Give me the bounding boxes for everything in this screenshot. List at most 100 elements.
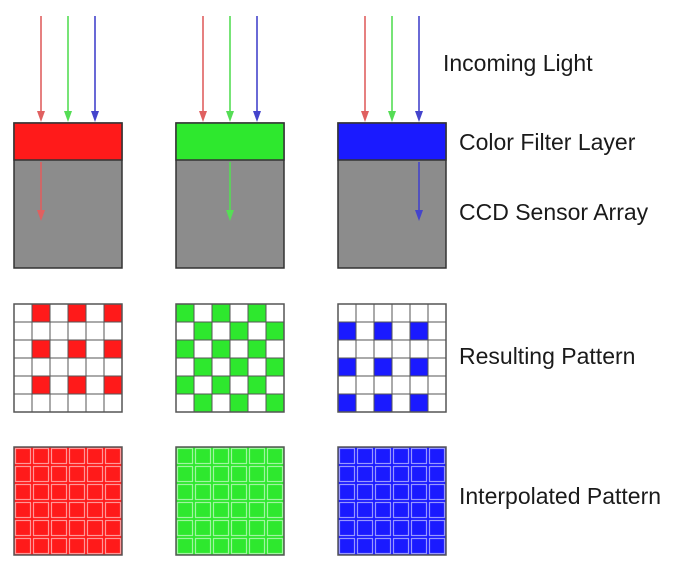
interpolated-cell-red (14, 483, 32, 501)
interpolated-cell-green (248, 447, 266, 465)
resulting-cell-red (103, 321, 123, 341)
resulting-cell-blue (355, 393, 375, 413)
interpolated-cell-red (14, 465, 32, 483)
interpolated-cell-blue (392, 501, 410, 519)
interpolated-pattern-blue (337, 446, 447, 556)
interpolated-cell-blue (410, 483, 428, 501)
resulting-cell-red (31, 321, 51, 341)
interpolated-cell-red (86, 537, 104, 555)
interpolated-cell-red (50, 501, 68, 519)
resulting-cell-blue (409, 375, 429, 395)
interpolated-cell-blue (428, 519, 446, 537)
resulting-cell-blue (355, 321, 375, 341)
resulting-cell-red (31, 339, 51, 359)
resulting-cell-green (229, 303, 249, 323)
incoming-light-label: Incoming Light (443, 50, 593, 76)
resulting-cell-red (85, 375, 105, 395)
resulting-cell-green (229, 393, 249, 413)
resulting-cell-blue (391, 339, 411, 359)
resulting-cell-green (193, 357, 213, 377)
resulting-cell-red (49, 339, 69, 359)
resulting-cell-blue (409, 321, 429, 341)
resulting-cell-green (193, 321, 213, 341)
interpolated-cell-red (68, 537, 86, 555)
interpolated-cell-green (212, 537, 230, 555)
interpolated-cell-blue (410, 501, 428, 519)
resulting-cell-red (85, 393, 105, 413)
column-blue (337, 16, 447, 556)
interpolated-cell-red (32, 447, 50, 465)
interpolated-cell-blue (428, 483, 446, 501)
interpolated-cell-blue (374, 483, 392, 501)
interpolated-pattern-red (13, 446, 123, 556)
interpolated-cell-green (176, 483, 194, 501)
interpolated-cell-green (230, 537, 248, 555)
color-filter-green (175, 122, 285, 161)
interpolated-cell-red (86, 447, 104, 465)
resulting-cell-green (193, 375, 213, 395)
resulting-cell-red (13, 357, 33, 377)
resulting-cell-red (103, 339, 123, 359)
interpolated-cell-green (230, 447, 248, 465)
resulting-cell-red (13, 375, 33, 395)
interpolated-cell-red (14, 501, 32, 519)
resulting-cell-red (31, 375, 51, 395)
resulting-cell-blue (427, 339, 447, 359)
interpolated-cell-green (230, 483, 248, 501)
interpolated-cell-red (50, 537, 68, 555)
incoming-ray-red-arrow (361, 16, 369, 122)
interpolated-cell-green (176, 465, 194, 483)
resulting-cell-blue (337, 303, 357, 323)
interpolated-cell-green (248, 519, 266, 537)
interpolated-cell-green (266, 447, 284, 465)
interpolated-cell-blue (392, 483, 410, 501)
interpolated-cell-green (248, 501, 266, 519)
interpolated-cell-red (50, 483, 68, 501)
passed-ray-green-arrow (226, 162, 234, 221)
interpolated-cell-blue (356, 483, 374, 501)
interpolated-cell-red (68, 501, 86, 519)
resulting-cell-green (247, 339, 267, 359)
interpolated-cell-red (68, 447, 86, 465)
resulting-cell-red (67, 321, 87, 341)
resulting-cell-blue (373, 321, 393, 341)
interpolated-cell-green (248, 483, 266, 501)
resulting-cell-green (175, 393, 195, 413)
interpolated-cell-green (212, 465, 230, 483)
resulting-cell-red (85, 339, 105, 359)
interpolated-cell-blue (356, 447, 374, 465)
interpolated-cell-blue (410, 537, 428, 555)
resulting-cell-green (265, 339, 285, 359)
resulting-cell-blue (373, 393, 393, 413)
incoming-ray-red-arrow (199, 16, 207, 122)
resulting-cell-blue (355, 339, 375, 359)
resulting-cell-green (265, 393, 285, 413)
color-filter-blue (337, 122, 447, 161)
interpolated-cell-red (50, 465, 68, 483)
resulting-cell-green (247, 321, 267, 341)
interpolated-cell-green (212, 501, 230, 519)
resulting-cell-red (85, 303, 105, 323)
interpolated-cell-green (194, 447, 212, 465)
interpolated-cell-blue (392, 447, 410, 465)
resulting-cell-blue (427, 357, 447, 377)
interpolated-cell-red (104, 483, 122, 501)
resulting-cell-green (211, 375, 231, 395)
interpolated-cell-blue (428, 447, 446, 465)
resulting-cell-red (103, 375, 123, 395)
resulting-cell-green (211, 393, 231, 413)
resulting-cell-red (103, 393, 123, 413)
resulting-cell-red (13, 339, 33, 359)
resulting-cell-blue (355, 375, 375, 395)
interpolated-cell-blue (338, 537, 356, 555)
interpolated-cell-red (32, 501, 50, 519)
resulting-cell-red (31, 303, 51, 323)
interpolated-cell-blue (338, 501, 356, 519)
resulting-pattern-label: Resulting Pattern (459, 343, 636, 369)
interpolated-cell-blue (410, 465, 428, 483)
resulting-cell-green (247, 357, 267, 377)
interpolated-cell-green (266, 501, 284, 519)
interpolated-cell-red (50, 519, 68, 537)
resulting-cell-red (67, 393, 87, 413)
interpolated-cell-green (266, 465, 284, 483)
